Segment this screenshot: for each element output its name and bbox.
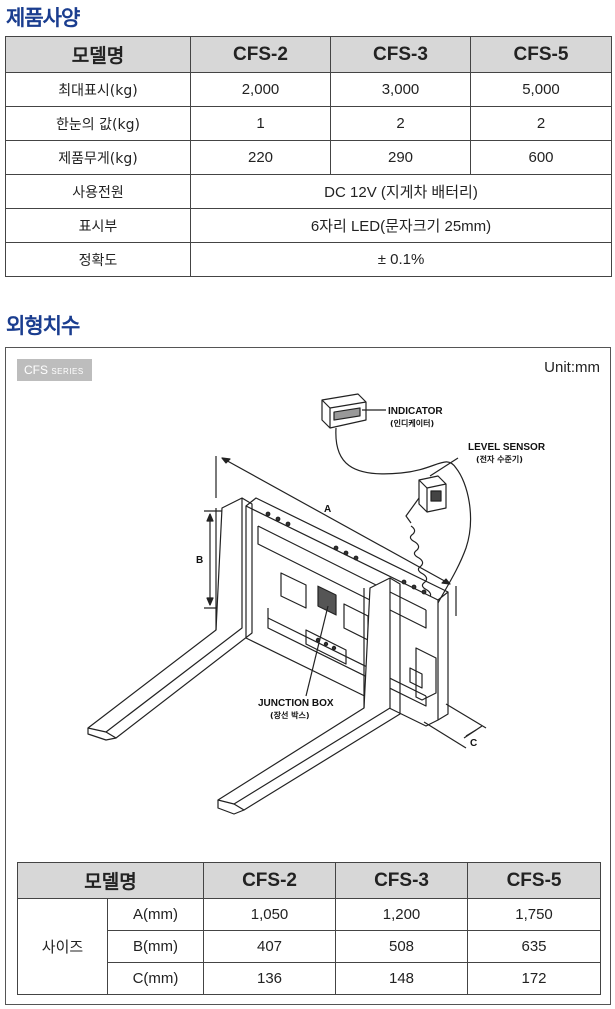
table-row: C(mm) 136 148 172 <box>18 962 602 995</box>
row-label: C(mm) <box>106 962 205 995</box>
table-cell-span: ± 0.1% <box>190 242 612 277</box>
level-leader <box>429 457 459 477</box>
dimension-b-label: B <box>196 555 203 566</box>
section-title-spec: 제품사양 <box>6 6 80 30</box>
table-cell: 172 <box>467 962 602 995</box>
table-row: 사이즈 A(mm) 1,050 1,200 1,750 <box>17 898 602 995</box>
unit-label: Unit:mm <box>544 359 600 376</box>
table-cell: 290 <box>330 140 471 175</box>
series-badge-small: SERIES <box>51 367 84 376</box>
table-cell: 635 <box>467 930 602 963</box>
dimension-c-label: C <box>470 738 477 749</box>
row-label: 제품무게(kg) <box>5 140 191 175</box>
table-cell: 2,000 <box>190 72 331 107</box>
header-cfs-3: CFS-3 <box>335 862 469 899</box>
table-cell: 220 <box>190 140 331 175</box>
header-model: 모델명 <box>5 36 191 73</box>
indicator-device <box>321 393 367 429</box>
dimension-a-label: A <box>324 504 331 515</box>
table-row: 한눈의 값(kg) 1 2 2 <box>5 106 612 141</box>
level-sensor <box>405 475 447 524</box>
level-sensor-label-ko: (전자 수준기) <box>476 454 523 464</box>
level-sensor-label: LEVEL SENSOR <box>468 442 546 453</box>
row-label: A(mm) <box>106 898 205 931</box>
table-cell: 508 <box>335 930 469 963</box>
row-label: 정확도 <box>5 242 191 277</box>
fork-left <box>87 497 253 741</box>
junction-leader <box>305 605 329 697</box>
table-row: 정확도 ± 0.1% <box>5 242 612 277</box>
junction-box-label-ko: (장선 박스) <box>270 710 310 720</box>
carriage-frame <box>245 497 449 727</box>
dimension-c <box>423 703 487 749</box>
table-row: 사용전원 DC 12V (지게차 배터리) <box>5 174 612 209</box>
series-badge-main: CFS <box>24 363 48 377</box>
table-row: 제품무게(kg) 220 290 600 <box>5 140 612 175</box>
table-cell: 1,050 <box>203 898 337 931</box>
table-cell: 5,000 <box>470 72 612 107</box>
row-label: 표시부 <box>5 208 191 243</box>
header-cfs-2: CFS-2 <box>203 862 337 899</box>
row-label: 최대표시(kg) <box>5 72 191 107</box>
table-row: 최대표시(kg) 2,000 3,000 5,000 <box>5 72 612 107</box>
size-table: 모델명 CFS-2 CFS-3 CFS-5 사이즈 A(mm) 1,050 1,… <box>16 862 602 995</box>
table-cell: 1,200 <box>335 898 469 931</box>
header-cfs-5: CFS-5 <box>470 36 612 73</box>
table-cell-span: DC 12V (지게차 배터리) <box>190 174 612 209</box>
spec-table: 모델명 CFS-2 CFS-3 CFS-5 최대표시(kg) 2,000 3,0… <box>5 36 612 277</box>
table-cell: 3,000 <box>330 72 471 107</box>
header-model: 모델명 <box>16 862 205 899</box>
row-label: 한눈의 값(kg) <box>5 106 191 141</box>
table-row: B(mm) 407 508 635 <box>18 930 602 963</box>
spec-header-row: 모델명 CFS-2 CFS-3 CFS-5 <box>5 36 612 73</box>
indicator-label: INDICATOR <box>388 406 443 417</box>
table-cell: 600 <box>470 140 612 175</box>
table-cell: 407 <box>203 930 337 963</box>
dimension-a <box>215 456 457 616</box>
table-cell: 148 <box>335 962 469 995</box>
size-group-label: 사이즈 <box>17 898 108 995</box>
size-header-row: 모델명 CFS-2 CFS-3 CFS-5 <box>16 862 602 899</box>
table-cell-span: 6자리 LED(문자크기 25mm) <box>190 208 612 243</box>
header-cfs-2: CFS-2 <box>190 36 331 73</box>
indicator-label-ko: (인디케이터) <box>390 418 434 428</box>
table-cell: 1,750 <box>467 898 602 931</box>
table-cell: 1 <box>190 106 331 141</box>
section-title-dimensions: 외형치수 <box>6 314 80 338</box>
forklift-scale-drawing: INDICATOR (인디케이터) LEVEL SENSOR (전자 수준기) … <box>87 393 546 815</box>
row-label: B(mm) <box>106 930 205 963</box>
header-cfs-5: CFS-5 <box>467 862 602 899</box>
table-row: 표시부 6자리 LED(문자크기 25mm) <box>5 208 612 243</box>
series-badge: CFS SERIES <box>17 359 92 381</box>
row-label: 사용전원 <box>5 174 191 209</box>
table-cell: 2 <box>330 106 471 141</box>
junction-box-label: JUNCTION BOX <box>258 698 334 709</box>
fork-right <box>217 577 401 815</box>
dimension-diagram-box: CFS SERIES Unit:mm <box>5 347 611 1005</box>
table-cell: 2 <box>470 106 612 141</box>
indicator-cable <box>335 427 472 604</box>
table-cell: 136 <box>203 962 337 995</box>
header-cfs-3: CFS-3 <box>330 36 471 73</box>
